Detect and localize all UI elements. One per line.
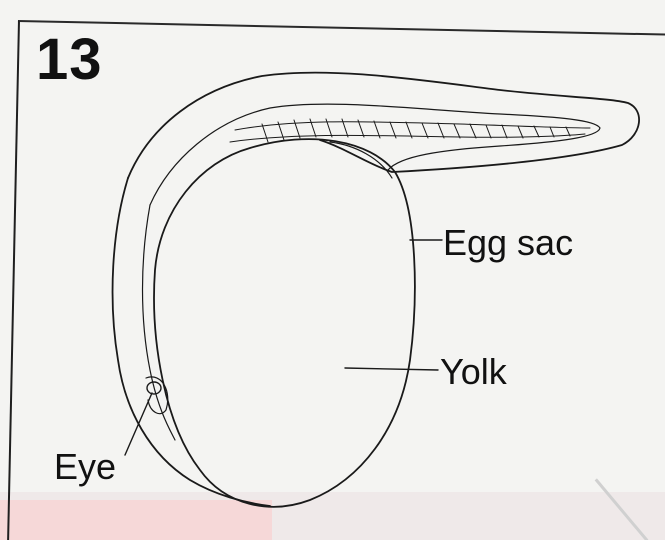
- label-eye: Eye: [54, 449, 116, 485]
- notochord-line: [235, 122, 590, 130]
- label-yolk: Yolk: [440, 354, 507, 390]
- label-egg-sac: Egg sac: [443, 225, 573, 261]
- yolk-sac-outline: [154, 139, 415, 507]
- yolk-leader-line: [345, 368, 438, 370]
- body-outline-upper: [128, 73, 639, 178]
